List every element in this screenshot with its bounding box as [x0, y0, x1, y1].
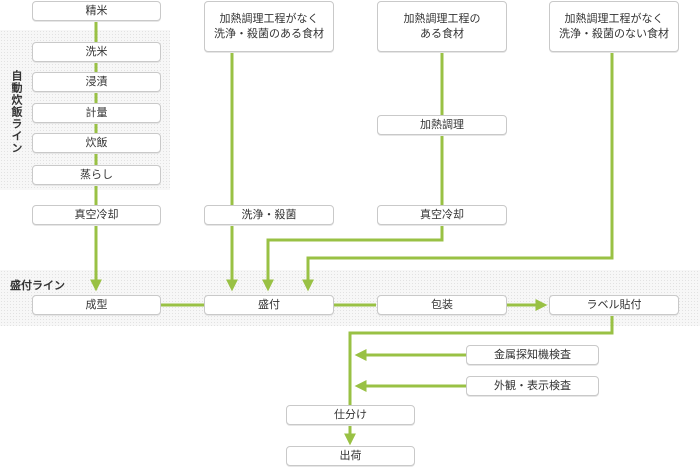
step-shipping: 出荷 [286, 446, 415, 466]
ingredient-no-heat-no-wash: 加熱調理工程がなく 洗浄・殺菌のない食材 [549, 1, 679, 52]
step-steaming: 蒸らし [32, 165, 161, 185]
step-shaping: 成型 [32, 295, 161, 315]
step-vacuum-cooling-ingredient: 真空冷却 [377, 205, 507, 225]
step-packaging: 包装 [377, 295, 507, 315]
step-washing-rice: 洗米 [32, 42, 161, 62]
step-polishing: 精米 [32, 1, 161, 21]
step-plating: 盛付 [204, 295, 334, 315]
step-metal-detection: 金属探知機検査 [466, 345, 599, 365]
step-weighing: 計量 [32, 103, 161, 123]
connector-labeling-down [348, 315, 614, 405]
step-heat-cooking: 加熱調理 [377, 115, 507, 135]
arrow-vacuum2-to-plating [262, 225, 444, 292]
step-vacuum-cooling-rice: 真空冷却 [32, 205, 161, 225]
ingredient-no-heat-with-wash: 加熱調理工程がなく 洗浄・殺菌のある食材 [204, 1, 334, 52]
step-labeling: ラベル貼付 [549, 295, 679, 315]
step-visual-inspection: 外観・表示検査 [466, 376, 599, 396]
step-cooking-rice: 炊飯 [32, 133, 161, 153]
step-wash-sterilize: 洗浄・殺菌 [204, 205, 334, 225]
plating-line-label: 盛付ライン [10, 279, 65, 292]
arrow-ingredient-c-to-plating [302, 52, 614, 292]
ingredient-with-heat: 加熱調理工程の ある食材 [377, 1, 507, 52]
step-soaking: 浸漬 [32, 72, 161, 92]
step-sorting: 仕分け [286, 405, 415, 425]
rice-line-label: 自動炊飯ライン [10, 70, 23, 154]
